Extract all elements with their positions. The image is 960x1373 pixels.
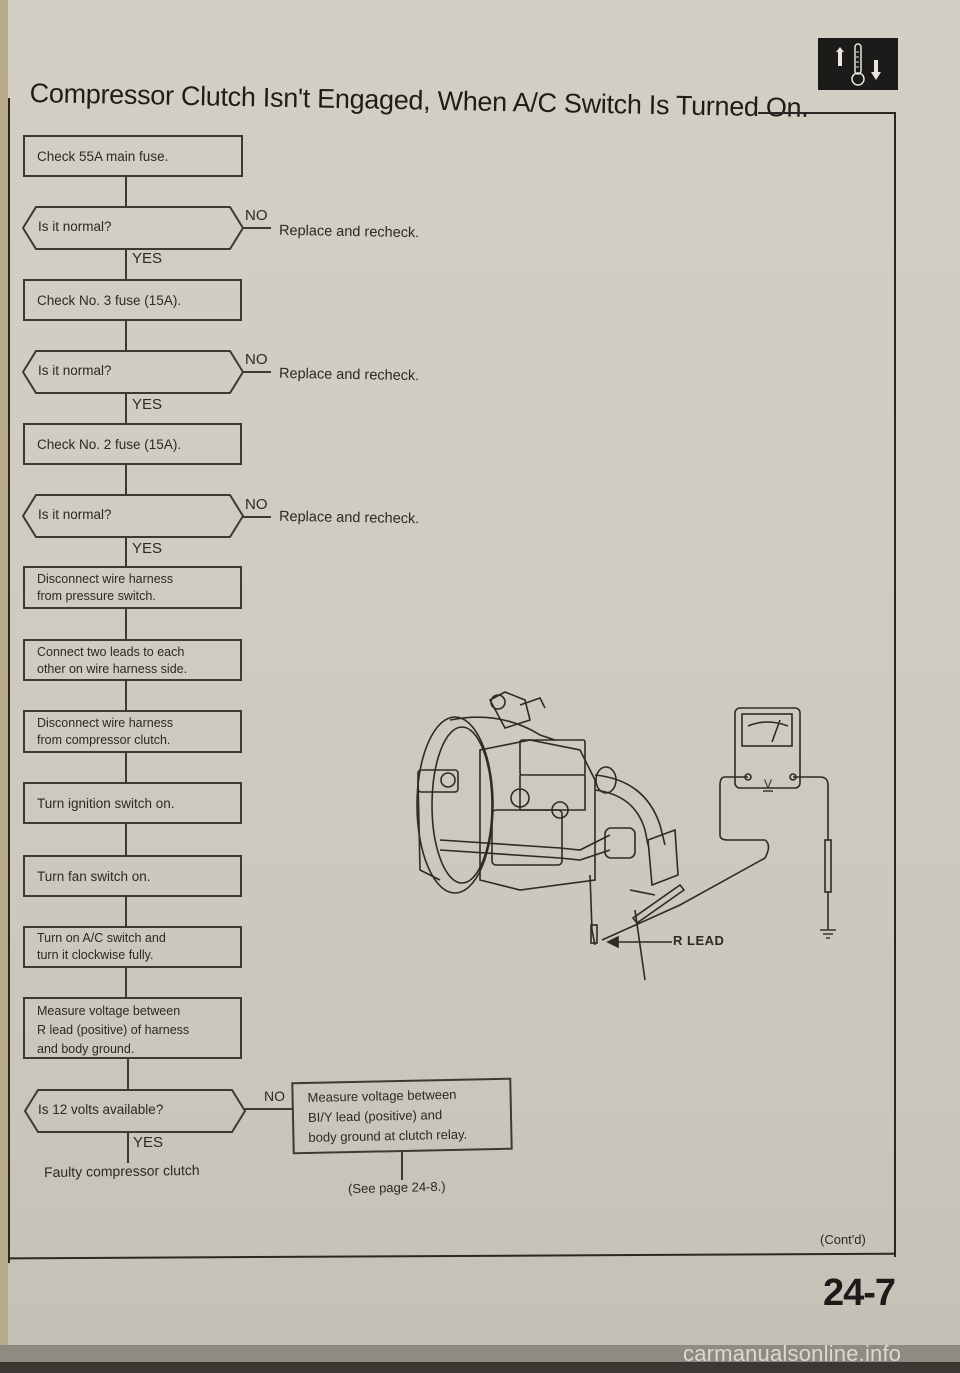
flow-step-connect-leads: Connect two leads to each other on wire … [23,639,242,681]
flow-connector [125,177,127,207]
flow-connector [125,465,127,495]
frame-border-left [8,98,10,1263]
no-label: NO [245,351,268,368]
flow-step-ac-on: Turn on A/C switch and turn it clockwise… [23,926,242,968]
no-label: NO [245,207,268,224]
flow-step-check-main-fuse: Check 55A main fuse. [23,135,243,177]
no-result-text: Replace and recheck. [278,508,420,528]
step-text: Check 55A main fuse. [37,149,169,164]
r-lead-arrow [606,935,672,949]
decision-text: Is it normal? [38,363,112,378]
flow-step-measure-bly-lead: Measure voltage between BI/Y lead (posit… [291,1077,513,1155]
continued-label: (Cont'd) [820,1232,866,1247]
no-label: NO [264,1088,285,1104]
flow-connector [127,1133,129,1163]
step-text-line: from pressure switch. [37,589,156,603]
page-binding-edge [0,0,8,1373]
decision-text: Is it normal? [38,219,112,234]
flow-step-ignition-on: Turn ignition switch on. [23,782,242,824]
step-text-line: Measure voltage between [37,1004,181,1018]
flow-decision-q3: Is it normal? [22,494,244,538]
see-page-reference: (See page 24-8.) [347,1178,446,1197]
step-text-line: body ground at clutch relay. [308,1126,468,1145]
flow-connector [125,538,127,567]
step-text-line: R lead (positive) of harness [37,1023,190,1037]
yes-result-text: Faulty compressor clutch [43,1161,200,1181]
step-text-line: and body ground. [37,1042,135,1056]
meter-v-label: V [764,777,772,791]
yes-label: YES [133,1134,164,1151]
probe [631,883,686,925]
flow-connector [125,968,127,998]
step-text-line: turn it clockwise fully. [37,948,154,962]
step-text-line: Connect two leads to each [37,645,185,659]
flow-step-check-fuse-2: Check No. 2 fuse (15A). [23,423,242,465]
flow-step-disconnect-clutch: Disconnect wire harness from compressor … [23,710,242,753]
flow-connector [127,1059,129,1090]
decision-text: Is 12 volts available? [38,1102,164,1117]
no-result-text: Replace and recheck. [278,365,420,385]
step-text: Turn ignition switch on. [37,796,175,811]
flow-decision-q4: Is 12 volts available? [24,1089,246,1133]
flow-step-fan-on: Turn fan switch on. [23,855,242,897]
page-title: Compressor Clutch Isn't Engaged, When A/… [29,78,809,123]
step-text: Check No. 3 fuse (15A). [37,293,182,308]
step-text: Turn fan switch on. [37,869,151,884]
ground-icon [820,929,836,939]
step-text-line: from compressor clutch. [37,733,171,747]
flow-connector [243,371,271,373]
flow-connector [125,681,127,711]
step-text-line: other on wire harness side. [37,662,188,676]
flow-decision-q2: Is it normal? [22,350,244,394]
flow-connector [125,609,127,640]
flow-connector [401,1151,403,1180]
r-lead-label: R LEAD [673,933,725,948]
flow-connector [245,1108,293,1110]
flow-decision-q1: Is it normal? [22,206,244,250]
step-text: Check No. 2 fuse (15A). [37,437,182,452]
watermark: carmanualsonline.info [683,1341,902,1366]
step-text-line: Disconnect wire harness [37,716,174,730]
page-shadow [0,1362,960,1373]
flow-step-disconnect-pressure-switch: Disconnect wire harness from pressure sw… [23,566,242,609]
flow-connector [125,394,127,424]
no-result-text: Replace and recheck. [278,222,420,242]
flow-connector [243,516,271,518]
page-number: 24-7 [823,1272,896,1314]
flow-connector [125,897,127,927]
compressor-voltmeter-illustration: V [416,691,836,981]
flow-connector [243,227,271,229]
flow-step-measure-r-lead: Measure voltage between R lead (positive… [23,997,242,1059]
frame-border-top [758,112,896,114]
no-label: NO [245,496,268,513]
frame-border-bottom [10,1252,896,1260]
step-text-line: Turn on A/C switch and [37,931,166,945]
yes-label: YES [132,250,163,267]
flow-connector [125,250,127,280]
flow-connector [125,321,127,351]
thermometer-up-down-icon [818,38,898,90]
decision-text: Is it normal? [38,507,112,522]
compressor-icon [416,691,679,981]
flow-connector [125,753,127,783]
frame-border-right [894,112,896,1257]
flow-connector [125,824,127,856]
voltmeter-icon [601,707,832,941]
yes-label: YES [132,540,163,557]
yes-label: YES [132,396,163,413]
flow-step-check-fuse-3: Check No. 3 fuse (15A). [23,279,242,321]
step-text-line: Disconnect wire harness [37,572,174,586]
